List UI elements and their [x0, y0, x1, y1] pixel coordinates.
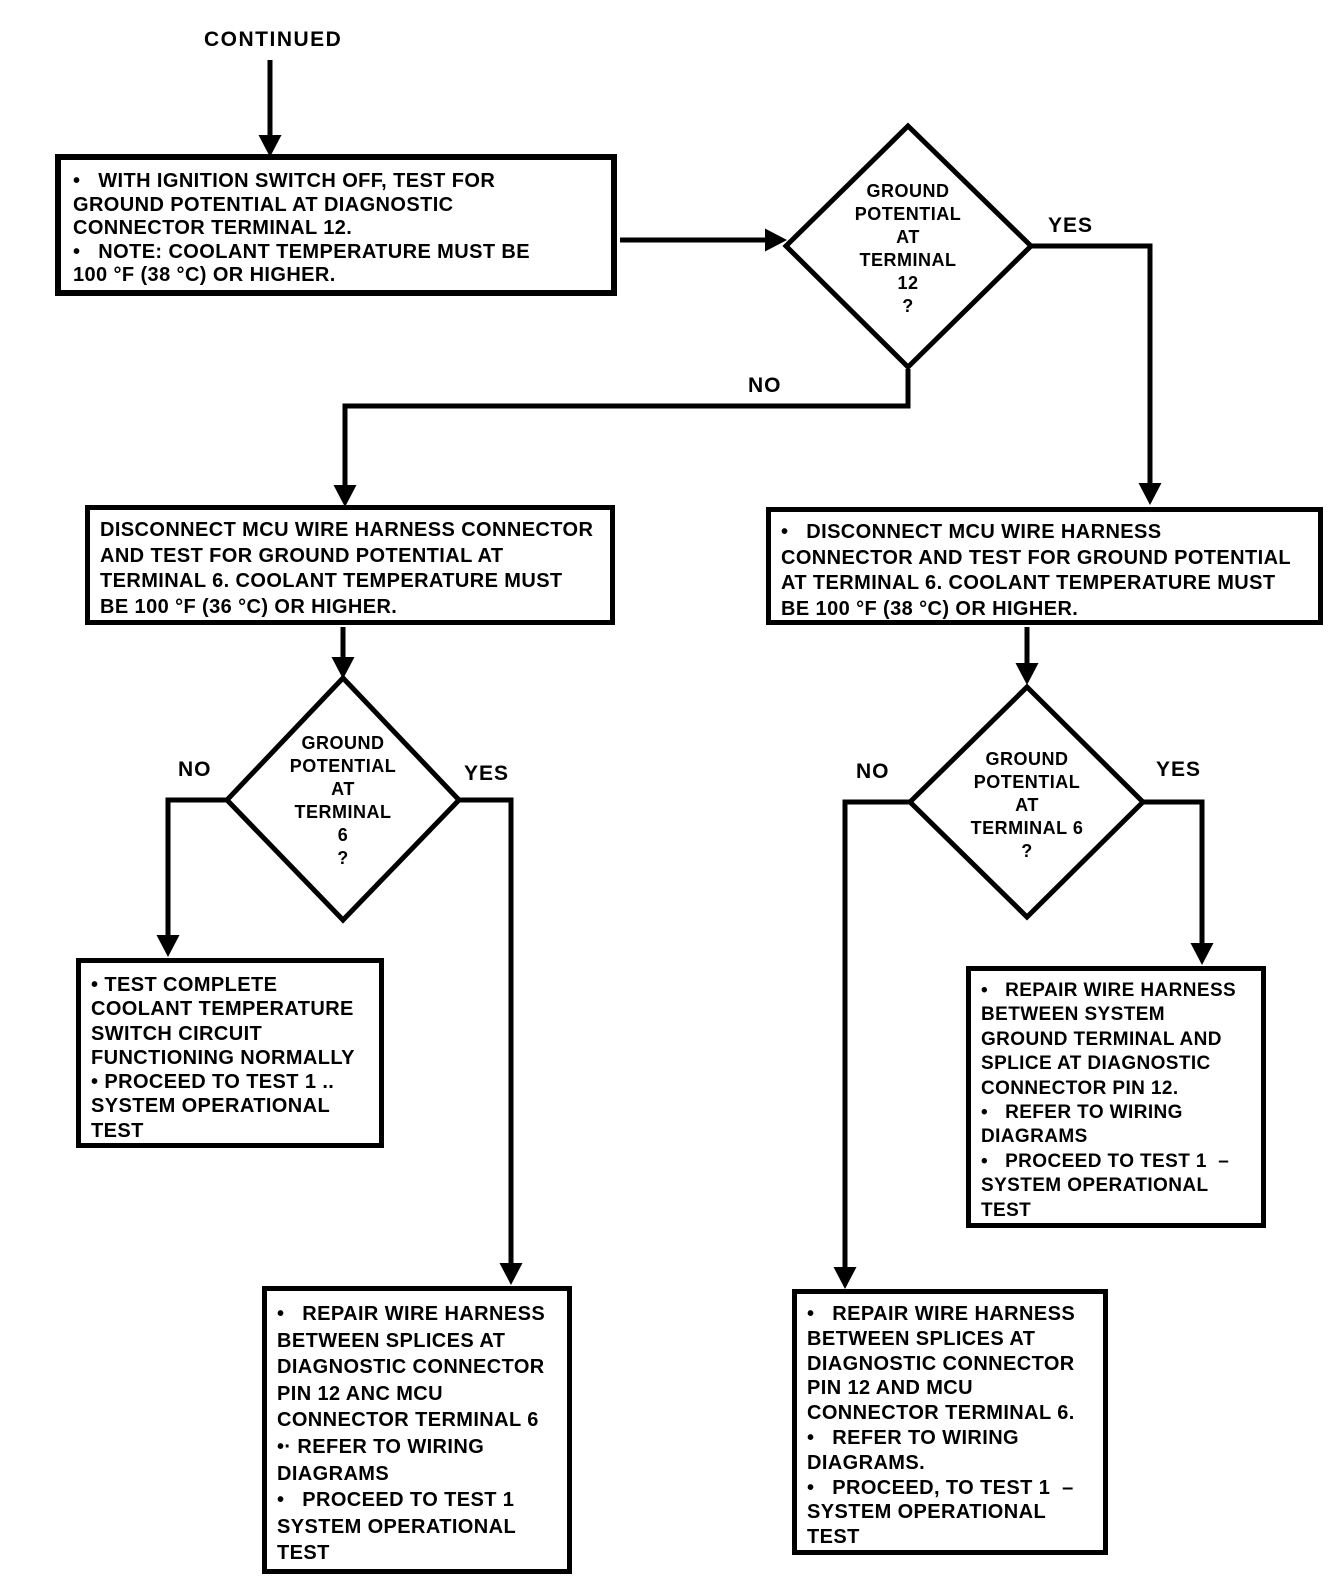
text-line: 12 — [897, 273, 919, 293]
text-line: TERMINAL 6 — [970, 818, 1084, 838]
decision-terminal12-diamond — [782, 122, 1035, 371]
text-line: BE 100 °F (36 °C) OR HIGHER. — [100, 595, 398, 618]
decision-terminal6-left-label: GROUND POTENTIAL AT TERMINAL 6? — [243, 732, 443, 870]
text-line: • PROCEED, TO TEST 1 – — [807, 1476, 1074, 1499]
text-line: • REFER TO WIRING — [807, 1426, 1020, 1449]
text-line: AT — [1015, 795, 1039, 815]
text-line: ? — [902, 296, 914, 316]
text-line: PIN 12 AND MCU — [807, 1377, 973, 1400]
disconnect-mcu-right-box: • DISCONNECT MCU WIRE HARNESS CONNECTOR A… — [766, 507, 1323, 625]
text-line: FUNCTIONING NORMALLY — [91, 1046, 355, 1069]
text-line: DIAGRAMS — [981, 1126, 1088, 1148]
text-line: DIAGRAMS. — [807, 1451, 926, 1474]
decision-terminal6-right-diamond — [906, 683, 1147, 921]
text-line: • DISCONNECT MCU WIRE HARNESS — [781, 521, 1162, 543]
decision-terminal12-label: GROUND POTENTIAL AT TERMINAL 12? — [808, 180, 1008, 318]
text-line: SPLICE AT DIAGNOSTIC — [981, 1053, 1211, 1075]
text-line: AND TEST FOR GROUND POTENTIAL AT — [100, 544, 504, 567]
text-line: PIN 12 ANC MCU — [277, 1382, 443, 1405]
text-line: • REPAIR WIRE HARNESS — [277, 1303, 546, 1325]
text-line: GROUND TERMINAL AND — [981, 1028, 1222, 1050]
text-line: CONNECTOR TERMINAL 6 — [277, 1409, 539, 1432]
text-line: POTENTIAL — [973, 772, 1081, 792]
text-line: • PROCEED TO TEST 1 .. — [91, 1071, 335, 1094]
disconnect-mcu-left-box: DISCONNECT MCU WIRE HARNESS CONNECTOR AND… — [85, 505, 615, 625]
edge-decision6right-no — [833, 799, 913, 1289]
terminal12-no-label: NO — [748, 374, 782, 397]
text-line: CONNECTOR TERMINAL 6. — [807, 1402, 1075, 1425]
edge-decision6right-yes — [1140, 799, 1214, 965]
text-line: SWITCH CIRCUIT — [91, 1022, 263, 1045]
text-line: •· REFER TO WIRING — [277, 1435, 485, 1458]
text-line: SYSTEM OPERATIONAL — [91, 1095, 331, 1118]
text-line: GROUND POTENTIAL AT DIAGNOSTIC — [73, 193, 454, 216]
text-line: TERMINAL 6. COOLANT TEMPERATURE MUST — [100, 570, 563, 592]
text-line: BETWEEN SYSTEM — [981, 1004, 1166, 1026]
text-line: TEST — [807, 1526, 860, 1549]
text-line: 6 — [337, 825, 349, 845]
terminal6-right-no-label: NO — [856, 760, 890, 783]
text-line: SYSTEM OPERATIONAL — [981, 1175, 1209, 1197]
text-line: TEST — [277, 1542, 330, 1565]
terminal12-yes-label: YES — [1048, 214, 1094, 237]
text-line: AT — [896, 227, 920, 247]
text-line: BETWEEN SPLICES AT — [277, 1329, 506, 1352]
text-line: • PROCEED TO TEST 1 – — [981, 1150, 1230, 1172]
text-line: CONNECTOR TERMINAL 12. — [73, 217, 353, 239]
text-line: • REPAIR WIRE HARNESS — [807, 1303, 1076, 1325]
text-line: TEST — [981, 1199, 1032, 1221]
text-line: AT TERMINAL 6. COOLANT TEMPERATURE MUST — [781, 572, 1276, 594]
text-line: ? — [337, 848, 349, 868]
text-line: • PROCEED TO TEST 1 — [277, 1489, 515, 1512]
text-line: TEST — [91, 1119, 144, 1142]
decision-terminal6-right-label: GROUND POTENTIAL AT TERMINAL 6? — [927, 748, 1127, 863]
repair-splices-left-box: • REPAIR WIRE HARNESS BETWEEN SPLICES AT D… — [262, 1286, 572, 1574]
text-line: CONNECTOR PIN 12. — [981, 1077, 1179, 1099]
text-line: DIAGRAMS — [277, 1462, 390, 1485]
text-line: • TEST COMPLETE — [91, 974, 278, 996]
edge-decision12-yes — [1032, 243, 1162, 505]
text-line: TERMINAL — [859, 250, 957, 270]
terminal6-left-yes-label: YES — [464, 762, 510, 785]
edge-decision6left-no — [156, 797, 232, 957]
text-line: BE 100 °F (38 °C) OR HIGHER. — [781, 597, 1079, 620]
text-line: COOLANT TEMPERATURE — [91, 998, 354, 1021]
text-line: AT — [331, 779, 355, 799]
decision-terminal6-left-diamond — [223, 674, 463, 924]
terminal6-left-no-label: NO — [178, 758, 212, 781]
text-line: BETWEEN SPLICES AT — [807, 1327, 1036, 1350]
edge-decision12-no — [333, 369, 911, 507]
text-line: DIAGNOSTIC CONNECTOR — [277, 1356, 545, 1379]
text-line: DIAGNOSTIC CONNECTOR — [807, 1352, 1075, 1375]
text-line: • NOTE: COOLANT TEMPERATURE MUST BE — [73, 240, 530, 263]
text-line: SYSTEM OPERATIONAL — [277, 1515, 517, 1538]
text-line: POTENTIAL — [854, 204, 962, 224]
text-line: TERMINAL — [294, 802, 392, 822]
text-line: 100 °F (38 °C) OR HIGHER. — [73, 264, 336, 286]
continued-label: CONTINUED — [204, 28, 343, 51]
text-line: ? — [1021, 841, 1033, 861]
text-line: GROUND — [301, 733, 385, 753]
terminal6-right-yes-label: YES — [1156, 758, 1202, 781]
text-line: • WITH IGNITION SWITCH OFF, TEST FOR — [73, 170, 496, 192]
text-line: GROUND — [866, 181, 950, 201]
edge-decision6left-yes — [456, 797, 523, 1285]
text-line: • REFER TO WIRING — [981, 1102, 1183, 1124]
text-line: GROUND — [985, 749, 1069, 769]
text-line: DISCONNECT MCU WIRE HARNESS CONNECTOR — [100, 519, 594, 541]
text-line: • REPAIR WIRE HARNESS — [981, 980, 1237, 1001]
text-line: POTENTIAL — [289, 756, 397, 776]
text-line: CONNECTOR AND TEST FOR GROUND POTENTIAL — [781, 546, 1292, 569]
text-line: SYSTEM OPERATIONAL — [807, 1501, 1047, 1524]
